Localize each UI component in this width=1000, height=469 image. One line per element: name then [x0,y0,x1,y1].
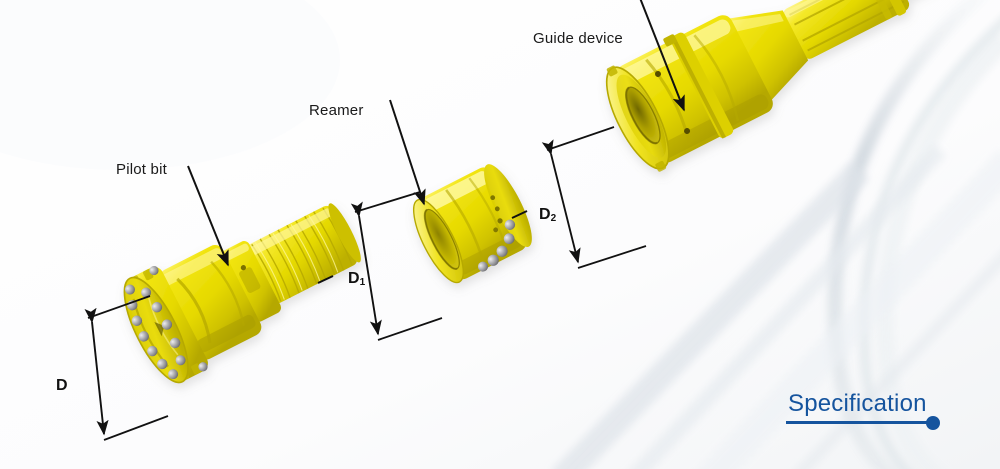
dimension-d1 [317,191,443,341]
reamer-carbide-buttons [477,195,516,272]
reamer-label: Reamer [309,102,364,119]
d2-base: D [539,206,551,223]
dimension-d1-label: D1 [348,270,365,288]
specification-label: Specification [788,390,927,417]
dimension-d [84,295,169,441]
reamer-artwork [412,164,532,284]
d2-subscript: 2 [550,213,557,224]
guide-device-label: Guide device [533,30,623,47]
specification-heading-block[interactable]: Specification [786,390,961,440]
pilot-bit-label: Pilot bit [116,161,167,178]
pilot-bit-artwork [123,203,361,384]
dimension-d-label: D [56,377,68,394]
guide-device-leader-arrow [639,0,685,112]
reamer-leader-arrow [389,99,426,206]
d1-base: D [348,270,360,287]
carbide-buttons [124,265,208,380]
dimension-d2-label: D2 [539,206,556,224]
d1-tick [317,275,334,284]
pilot-bit-leader-arrow [187,165,229,267]
guide-device-artwork [605,0,910,172]
d2-tick [511,210,528,219]
specification-underline [786,421,931,424]
d1-subscript: 1 [359,277,366,288]
dimension-d2 [511,126,647,269]
specification-bullet-dot [926,416,940,430]
